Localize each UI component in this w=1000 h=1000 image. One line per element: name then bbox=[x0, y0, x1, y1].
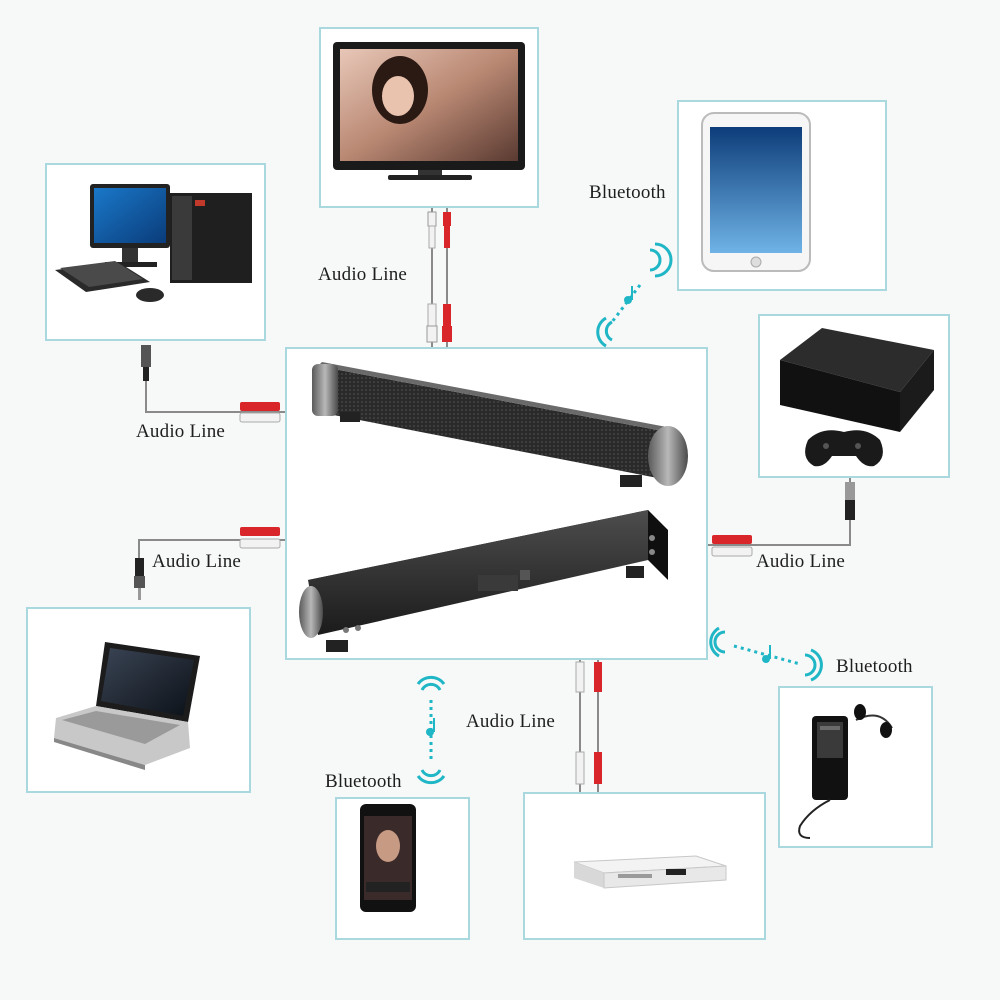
audio-line-label-tv: Audio Line bbox=[318, 264, 408, 285]
tablet-icon bbox=[701, 112, 811, 272]
audio-wires bbox=[138, 208, 851, 792]
soundbar-front-image bbox=[312, 362, 688, 487]
audio-line-label-dvd: Audio Line bbox=[466, 711, 556, 732]
phone-icon bbox=[360, 804, 416, 912]
rca-plugs-pc bbox=[141, 345, 281, 423]
bluetooth-label-tablet: Bluetooth bbox=[589, 182, 666, 203]
rca-plugs-console bbox=[711, 482, 855, 557]
game-console-icon bbox=[780, 328, 934, 467]
bluetooth-label-player: Bluetooth bbox=[836, 656, 913, 677]
audio-line-label-pc: Audio Line bbox=[136, 421, 226, 442]
laptop-icon bbox=[54, 642, 200, 770]
tv-icon bbox=[333, 42, 525, 180]
audio-line-label-laptop: Audio Line bbox=[152, 551, 242, 572]
rca-plugs-dvd bbox=[575, 661, 602, 785]
soundbar-back-image bbox=[299, 510, 668, 652]
rca-plugs-laptop bbox=[134, 527, 281, 600]
music-note-icons bbox=[426, 286, 771, 736]
bluetooth-label-phone: Bluetooth bbox=[325, 771, 402, 792]
rca-plugs-tv bbox=[426, 211, 452, 343]
desktop-pc-icon bbox=[55, 184, 252, 302]
dvd-player-icon bbox=[573, 855, 727, 889]
audio-line-label-console: Audio Line bbox=[756, 551, 846, 572]
mp3-player-icon bbox=[798, 704, 893, 839]
bluetooth-links bbox=[416, 242, 823, 785]
